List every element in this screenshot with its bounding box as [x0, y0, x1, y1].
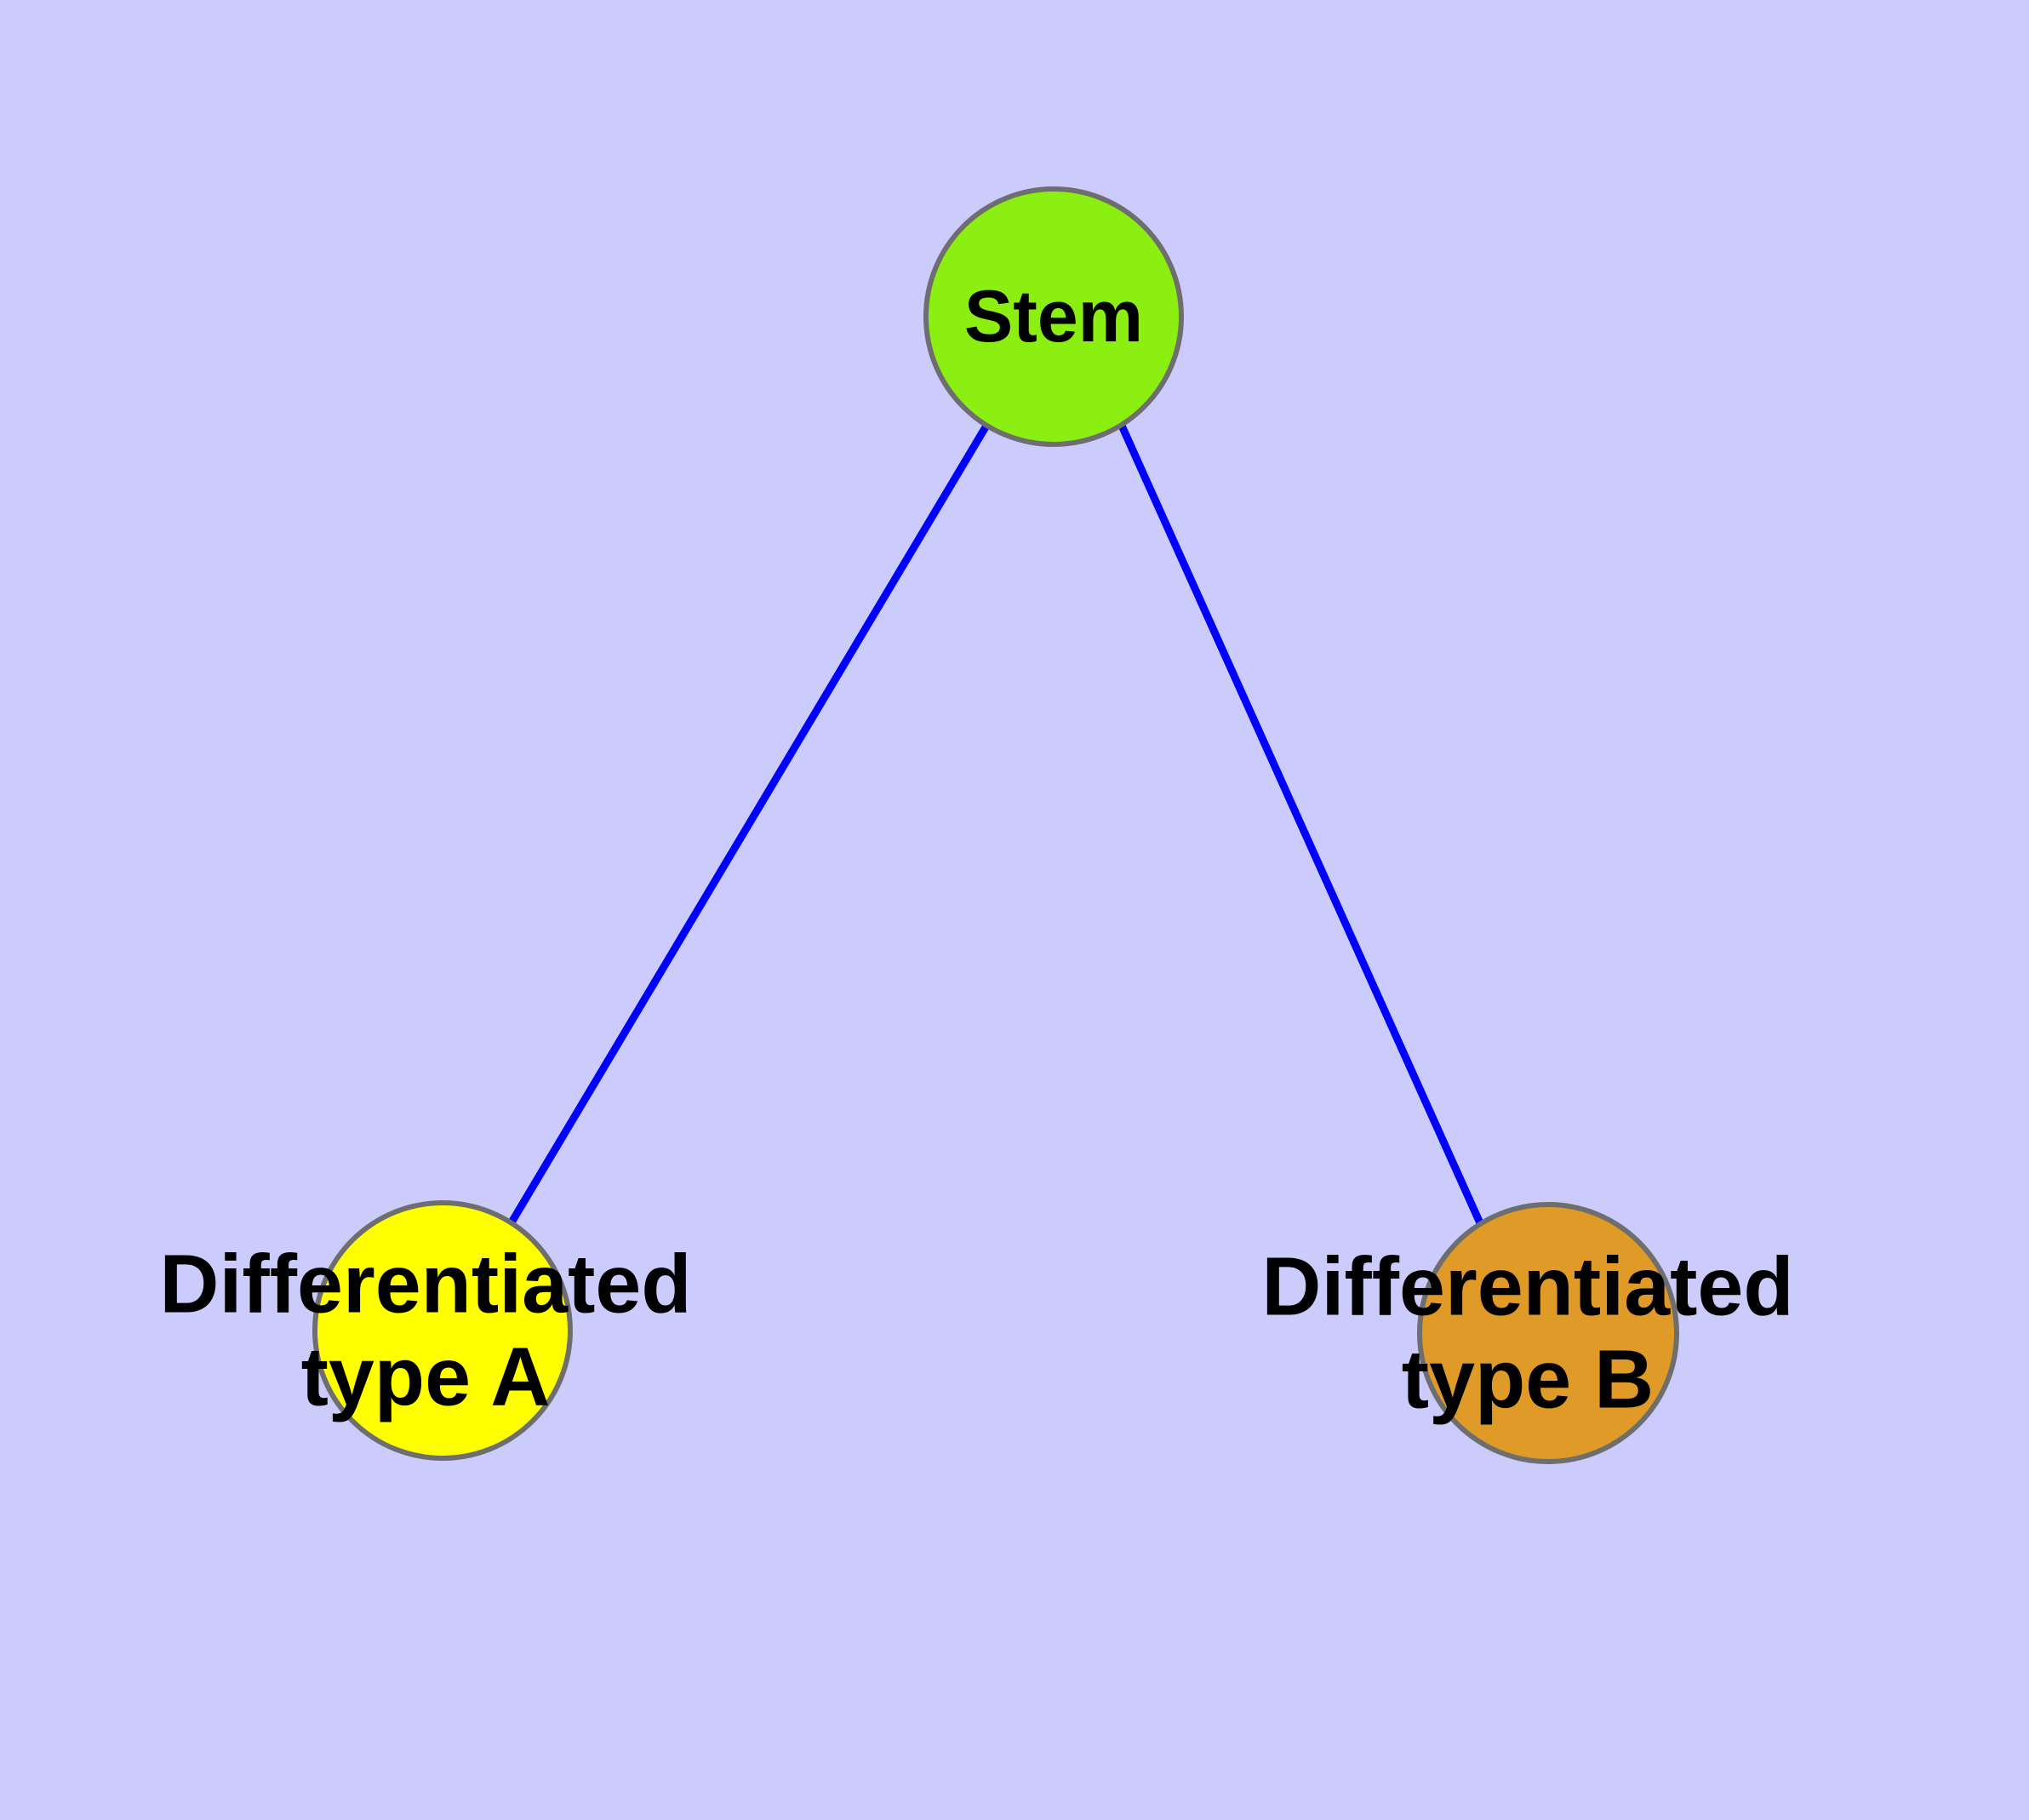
node-label-line: Stem — [964, 276, 1143, 358]
edges-layer — [508, 423, 1485, 1227]
node-diff-type-a[interactable] — [312, 1200, 573, 1461]
edge-stem-to-type-a — [508, 423, 990, 1225]
node-label-line: Differentiated — [1261, 1240, 1793, 1333]
node-diff-type-b[interactable] — [1417, 1202, 1679, 1464]
node-label-stem: Stem — [964, 276, 1143, 358]
node-label-line: type A — [301, 1330, 551, 1422]
node-stem[interactable] — [923, 186, 1184, 447]
nodes-layer — [312, 186, 1679, 1464]
edge-stem-to-type-b — [1117, 424, 1485, 1227]
node-label-line: type B — [1402, 1332, 1654, 1425]
node-label-line: Differentiated — [159, 1238, 691, 1331]
